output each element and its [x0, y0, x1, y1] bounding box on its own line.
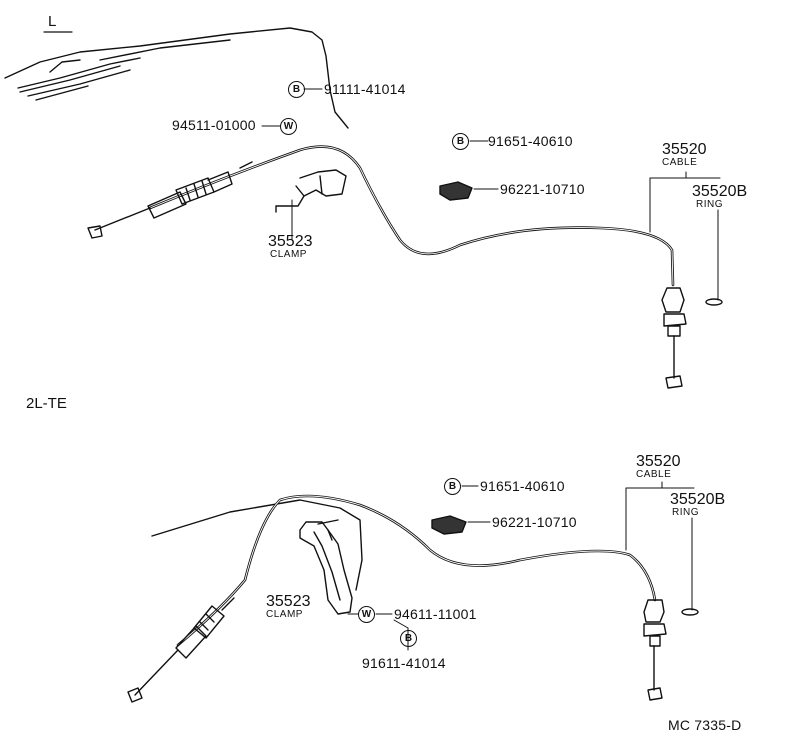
part-number-35523: 35523	[268, 233, 313, 250]
ring-top	[705, 298, 723, 306]
clip-bottom	[431, 515, 467, 535]
part-number-91651: 91651-40610	[488, 133, 573, 149]
part-name-ring: RING	[672, 507, 699, 518]
part-number-91651: 91651-40610	[480, 478, 565, 494]
part-number-94611: 94611-11001	[394, 606, 477, 622]
leaders-top	[261, 88, 721, 301]
clamp-bottom	[299, 521, 353, 615]
part-number-94511: 94511-01000	[172, 117, 256, 133]
section-label-top: L	[48, 13, 57, 30]
part-name-clamp: CLAMP	[266, 609, 303, 620]
part-number-35520: 35520	[662, 141, 707, 158]
part-number-35520: 35520	[636, 453, 681, 470]
bolt-symbol-icon: B	[288, 81, 305, 98]
bolt-symbol-icon: B	[400, 630, 417, 647]
bolt-symbol-icon: B	[444, 478, 461, 495]
part-name-ring: RING	[696, 199, 723, 210]
cable-bottom	[127, 494, 667, 703]
engine-outline-top	[4, 27, 349, 129]
ring-bottom	[681, 608, 699, 616]
engine-outline-bottom	[151, 499, 363, 591]
part-name-cable: CABLE	[636, 469, 672, 480]
part-name-cable: CABLE	[662, 157, 698, 168]
part-number-91611: 91611-41014	[362, 655, 446, 671]
part-number-96221: 96221-10710	[500, 181, 585, 197]
part-number-35520b: 35520B	[692, 183, 748, 200]
part-number-35520b: 35520B	[670, 491, 726, 508]
section-label-bottom: 2L-TE	[26, 395, 67, 412]
part-number-91111: 91111-41014	[324, 81, 406, 97]
washer-symbol-icon: W	[358, 606, 375, 623]
bolt-symbol-icon: B	[452, 133, 469, 150]
clamp-top	[275, 169, 347, 213]
drawing-code: MC 7335-D	[668, 717, 742, 733]
clip-top	[439, 181, 473, 201]
cable-top	[87, 145, 687, 389]
part-number-35523: 35523	[266, 593, 311, 610]
washer-symbol-icon: W	[280, 118, 297, 135]
part-name-clamp: CLAMP	[270, 249, 307, 260]
part-number-96221: 96221-10710	[492, 514, 577, 530]
